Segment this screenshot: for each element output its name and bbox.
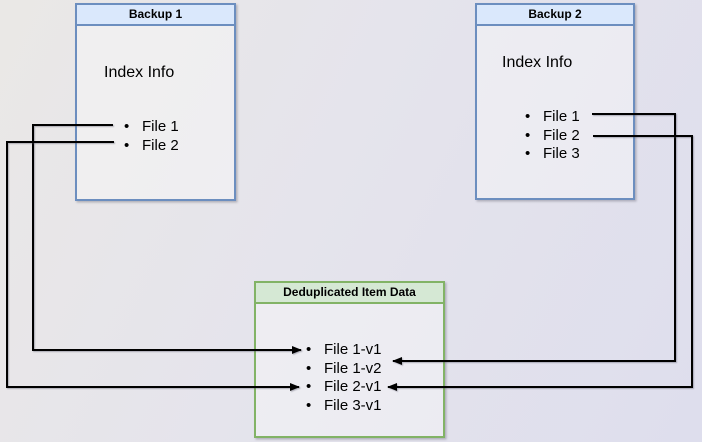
file-item: File 1 [525, 108, 580, 127]
deduplicated-item-data-box: Deduplicated Item Data File 1-v1File 1-v… [254, 281, 445, 438]
backup2-index-info-label: Index Info [502, 54, 573, 71]
file-item: File 3-v1 [306, 397, 382, 416]
backup1-box: Backup 1 Index Info File 1File 2 [75, 3, 236, 201]
file-item: File 1-v2 [306, 360, 382, 379]
backup2-box: Backup 2 Index Info File 1File 2File 3 [475, 3, 635, 200]
dedup-header: Deduplicated Item Data [256, 283, 443, 304]
file-item: File 1 [124, 118, 179, 137]
backup2-header: Backup 2 [477, 5, 633, 26]
file-item: File 1-v1 [306, 341, 382, 360]
dedup-file-list: File 1-v1File 1-v2File 2-v1File 3-v1 [306, 341, 382, 415]
backup1-index-info-label: Index Info [104, 64, 175, 81]
backup2-file-list: File 1File 2File 3 [525, 108, 580, 164]
backup1-file-list: File 1File 2 [124, 118, 179, 155]
backup1-header: Backup 1 [77, 5, 234, 26]
file-item: File 2 [525, 127, 580, 146]
file-item: File 2 [124, 137, 179, 156]
file-item: File 2-v1 [306, 378, 382, 397]
file-item: File 3 [525, 145, 580, 164]
